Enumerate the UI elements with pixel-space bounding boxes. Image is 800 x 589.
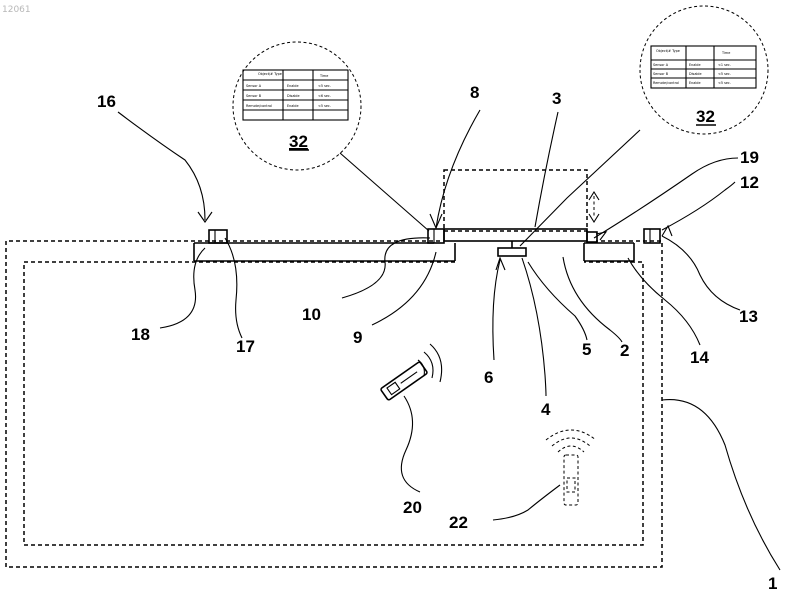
panel-motion-arrow bbox=[589, 192, 599, 222]
cl-r0c1: Enable bbox=[287, 84, 299, 88]
cl-r2c1: Enable bbox=[287, 104, 299, 108]
cl-r0c2: <5 sec. bbox=[318, 84, 331, 88]
numeral-22: 22 bbox=[449, 513, 468, 532]
callout-left-label: 32 bbox=[289, 132, 308, 151]
numeral-1: 1 bbox=[768, 574, 777, 589]
top-wall bbox=[194, 243, 634, 261]
sheet-id: 12061 bbox=[2, 5, 31, 15]
callout-left: Object/# Type Time Sensor A Enable <5 se… bbox=[233, 42, 429, 231]
numeral-5: 5 bbox=[582, 340, 591, 359]
numeral-3: 3 bbox=[552, 89, 561, 108]
cl-h2: Time bbox=[319, 74, 328, 78]
callout-right: Object/# Type Time Sensor A Enable <1 se… bbox=[640, 6, 768, 134]
numeral-6: 6 bbox=[484, 368, 493, 387]
numeral-10: 10 bbox=[302, 305, 321, 324]
numeral-2: 2 bbox=[620, 341, 629, 360]
cl-r0c0: Sensor A bbox=[246, 84, 262, 88]
numeral-14: 14 bbox=[690, 348, 709, 367]
cr-h0: Object/# Type bbox=[656, 49, 680, 53]
remote-device-20 bbox=[380, 344, 441, 400]
remote-device-22 bbox=[546, 430, 596, 505]
numeral-20: 20 bbox=[403, 498, 422, 517]
cl-r1c1: Disable bbox=[287, 94, 300, 98]
cr-r1c1: Disable bbox=[689, 72, 702, 76]
cr-r0c2: <1 sec. bbox=[718, 63, 731, 67]
numeral-8: 8 bbox=[470, 83, 479, 102]
leader-lines bbox=[118, 110, 780, 570]
movable-panel-open-outline bbox=[444, 170, 587, 231]
numeral-18: 18 bbox=[131, 325, 150, 344]
cr-r2c2: <5 sec. bbox=[718, 81, 731, 85]
cr-r0c0: Sensor A bbox=[653, 63, 669, 67]
cl-r2c0: Remote/control bbox=[246, 104, 272, 108]
numeral-16: 16 bbox=[97, 92, 116, 111]
callout-right-table: Object/# Type Time Sensor A Enable <1 se… bbox=[651, 46, 756, 88]
cl-r2c2: <5 sec. bbox=[318, 104, 331, 108]
numeral-12: 12 bbox=[740, 173, 759, 192]
module-left bbox=[209, 230, 227, 243]
enclosure-outer-boundary bbox=[6, 241, 662, 567]
cr-r2c0: Remote/control bbox=[653, 81, 679, 85]
numeral-9: 9 bbox=[353, 328, 362, 347]
numeral-19: 19 bbox=[740, 148, 759, 167]
cr-r2c1: Enable bbox=[689, 81, 701, 85]
numeral-13: 13 bbox=[739, 307, 758, 326]
callout-left-table: Object/# Type Time Sensor A Enable <5 se… bbox=[243, 70, 348, 120]
numeral-4: 4 bbox=[541, 400, 551, 419]
cr-r1c0: Sensor B bbox=[653, 72, 669, 76]
cr-r1c2: <5 sec. bbox=[718, 72, 731, 76]
cl-h0: Object/# Type bbox=[258, 72, 282, 76]
sensor-unit bbox=[498, 130, 640, 256]
numeral-17: 17 bbox=[236, 337, 255, 356]
cr-h2: Time bbox=[721, 51, 730, 55]
cr-r0c1: Enable bbox=[689, 63, 701, 67]
cl-r1c2: <6 sec. bbox=[318, 94, 331, 98]
cl-r1c0: Sensor B bbox=[246, 94, 262, 98]
callout-right-label: 32 bbox=[696, 107, 715, 126]
